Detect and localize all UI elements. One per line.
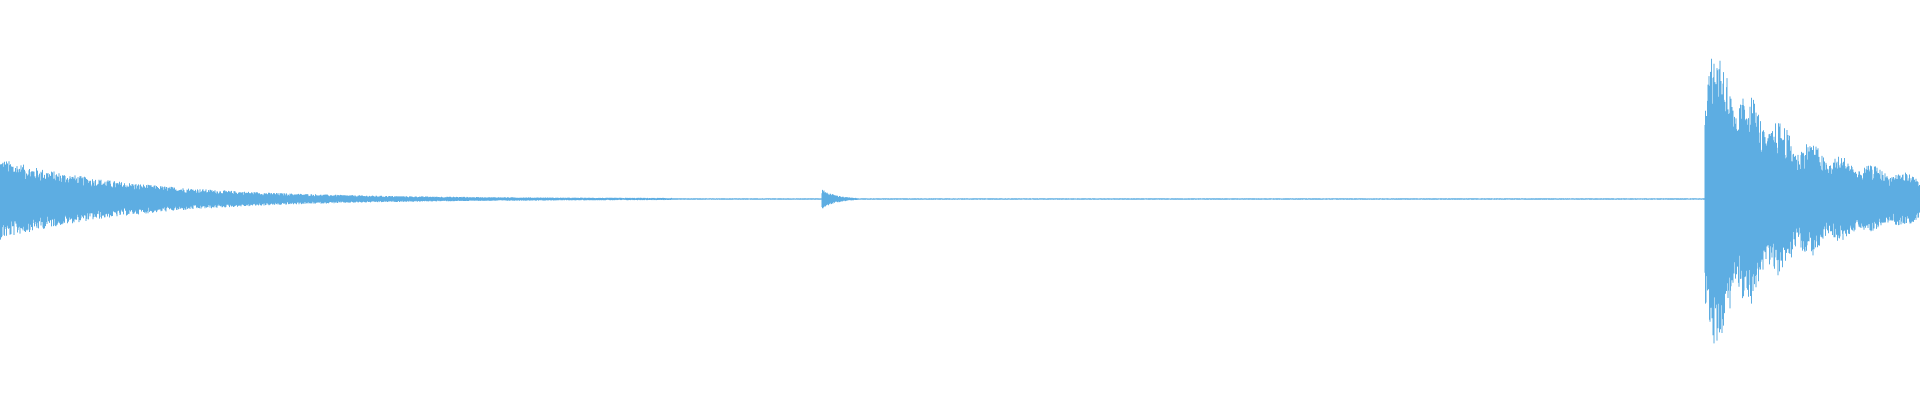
waveform-trace (0, 58, 1920, 344)
